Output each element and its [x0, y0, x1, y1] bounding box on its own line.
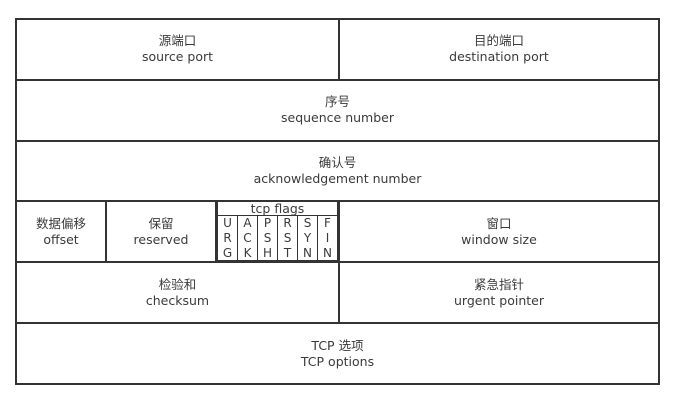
field-tcp-options-label-en: TCP options — [300, 353, 375, 369]
row-acknowledgement-number: 确认号 acknowledgement number — [17, 142, 658, 203]
field-source-port: 源端口 source port — [17, 20, 340, 79]
field-data-offset: 数据偏移 offset — [17, 202, 107, 262]
row-offset-reserved-flags-window: 数据偏移 offset 保留 reserved tcp flags U R G … — [17, 202, 658, 264]
flag-fin-letter-2: I — [325, 231, 330, 246]
field-window-size-label-en: window size — [461, 231, 537, 247]
flag-ack-letter-1: A — [243, 216, 252, 231]
flag-urg-letter-2: R — [223, 231, 232, 246]
flag-psh: P S H — [257, 216, 277, 262]
field-urgent-pointer: 紧急指针 urgent pointer — [340, 263, 658, 322]
field-sequence-number: 序号 sequence number — [17, 81, 658, 140]
field-checksum-label-en: checksum — [145, 292, 210, 308]
field-source-port-label-cn: 源端口 — [158, 33, 197, 49]
row-sequence-number: 序号 sequence number — [17, 81, 658, 142]
field-destination-port-label-cn: 目的端口 — [473, 33, 524, 49]
field-destination-port-label-en: destination port — [449, 49, 549, 65]
flag-fin: F I N — [317, 216, 338, 262]
field-data-offset-label-cn: 数据偏移 — [35, 215, 86, 231]
flag-ack: A C K — [237, 216, 257, 262]
field-checksum: 检验和 checksum — [17, 263, 340, 323]
field-acknowledgement-number-label-en: acknowledgement number — [253, 171, 422, 187]
tcp-header-diagram: 源端口 source port 目的端口 destination port 序号… — [15, 18, 660, 385]
field-acknowledgement-number-label-cn: 确认号 — [318, 155, 357, 171]
field-urgent-pointer-label-en: urgent pointer — [454, 292, 544, 308]
field-tcp-options-label-cn: TCP 选项 — [311, 337, 364, 353]
field-window-size: 窗口 window size — [340, 202, 658, 261]
flag-ack-letter-3: K — [243, 245, 252, 260]
flag-psh-letter-1: P — [263, 216, 272, 231]
field-source-port-label-en: source port — [141, 49, 214, 65]
tcp-flags-title: tcp flags — [217, 202, 338, 217]
flag-syn-letter-2: Y — [303, 231, 312, 246]
field-destination-port: 目的端口 destination port — [340, 20, 658, 79]
flag-urg-letter-3: G — [222, 245, 233, 260]
field-acknowledgement-number: 确认号 acknowledgement number — [17, 142, 658, 201]
flag-psh-letter-2: S — [263, 231, 272, 246]
flag-syn-letter-3: N — [303, 245, 312, 260]
field-window-size-label-cn: 窗口 — [486, 215, 512, 231]
field-reserved-label-cn: 保留 — [148, 215, 174, 231]
flag-syn: S Y N — [297, 216, 317, 262]
field-sequence-number-label-en: sequence number — [281, 110, 394, 126]
flag-ack-letter-2: C — [243, 231, 252, 246]
field-reserved: 保留 reserved — [107, 202, 217, 262]
field-tcp-flags: tcp flags U R G A C K P S H R — [217, 202, 340, 262]
field-data-offset-label-en: offset — [43, 231, 79, 247]
tcp-flags-cells: U R G A C K P S H R S T — [217, 216, 338, 262]
flag-rst-letter-2: S — [283, 231, 292, 246]
row-checksum-urgent-pointer: 检验和 checksum 紧急指针 urgent pointer — [17, 263, 658, 325]
field-sequence-number-label-cn: 序号 — [324, 94, 350, 110]
flag-fin-letter-3: N — [323, 245, 332, 260]
row-ports: 源端口 source port 目的端口 destination port — [17, 20, 658, 81]
field-reserved-label-en: reserved — [133, 231, 189, 247]
flag-rst-letter-3: T — [283, 245, 292, 260]
flag-psh-letter-3: H — [262, 245, 273, 260]
flag-fin-letter-1: F — [324, 216, 331, 231]
field-checksum-label-cn: 检验和 — [158, 276, 197, 292]
flag-rst: R S T — [277, 216, 297, 262]
flag-syn-letter-1: S — [303, 216, 312, 231]
field-urgent-pointer-label-cn: 紧急指针 — [473, 276, 524, 292]
field-tcp-options: TCP 选项 TCP options — [17, 324, 658, 383]
flag-urg-letter-1: U — [223, 216, 232, 231]
row-tcp-options: TCP 选项 TCP options — [17, 324, 658, 383]
flag-rst-letter-1: R — [283, 216, 292, 231]
flag-urg: U R G — [217, 216, 237, 262]
